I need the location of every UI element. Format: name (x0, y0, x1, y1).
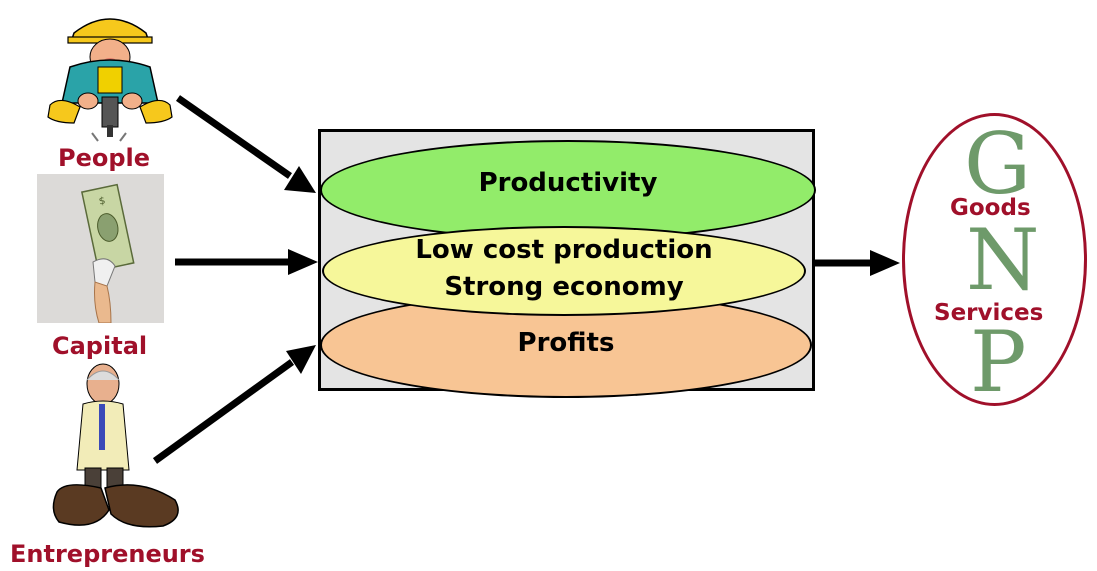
low-cost-ellipse (322, 226, 806, 316)
gnp-letter-g: G (964, 115, 1032, 213)
capital-arrow (175, 249, 318, 275)
goods-label: Goods (950, 195, 1031, 221)
productivity-text: Productivity (478, 168, 658, 198)
people-label: People (58, 144, 151, 172)
low-cost-text-line1: Low cost production (415, 235, 713, 265)
people-arrow (175, 95, 316, 193)
hand-holding-dollar-icon: $ (37, 174, 164, 324)
gnp-letter-p: P (970, 313, 1027, 411)
output-arrow (806, 250, 900, 276)
services-label: Services (934, 300, 1044, 326)
low-cost-text-line2: Strong economy (444, 272, 684, 302)
profits-text: Profits (517, 328, 615, 358)
entrepreneurs-label: Entrepreneurs (10, 540, 205, 568)
gnp-letter-n: N (966, 211, 1040, 309)
old-man-in-big-shoes-icon (45, 360, 190, 538)
productivity-ellipse (320, 140, 816, 240)
svg-text:$: $ (98, 196, 107, 208)
gnp-oval (902, 113, 1087, 406)
worker-with-jackhammer-icon (40, 5, 180, 145)
capital-label: Capital (52, 332, 148, 360)
entrepreneurs-arrow (152, 345, 316, 464)
